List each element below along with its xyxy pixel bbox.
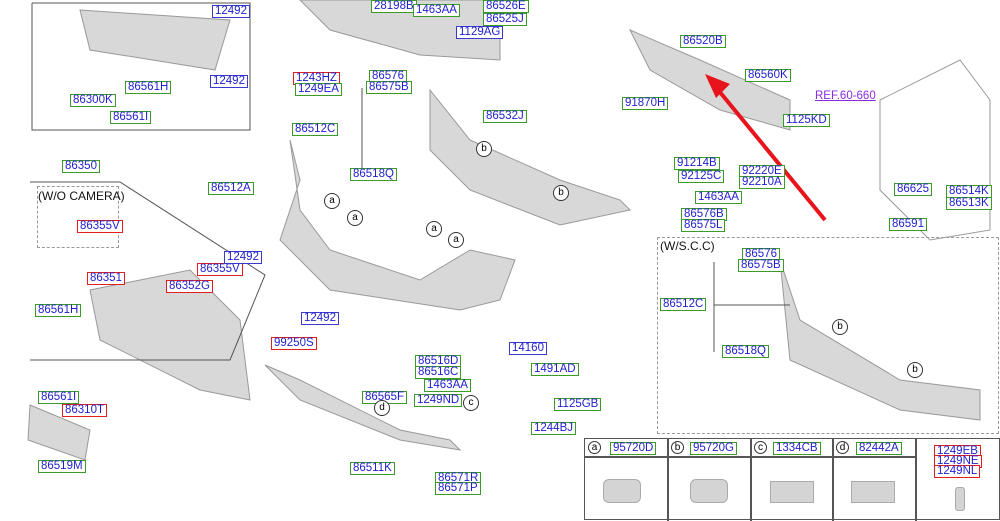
part-label[interactable]: 86352G (166, 280, 213, 293)
fender (879, 59, 991, 241)
callout-a: a (426, 221, 442, 237)
part-label[interactable]: 1463AA (424, 379, 471, 392)
ref-link[interactable]: REF.60-660 (813, 90, 878, 102)
part-label[interactable]: 12492 (212, 5, 250, 18)
part-label[interactable]: 86571P (435, 482, 481, 495)
callout-c: c (463, 395, 479, 411)
part-label[interactable]: 86512A (208, 182, 254, 195)
table-part[interactable]: 1334CB (773, 442, 821, 455)
part-label[interactable]: 86520B (680, 35, 726, 48)
fastener-table: a 95720D b 95720G c 1334CB d 82442A 1249… (584, 438, 1000, 521)
table-letter: a (588, 441, 601, 454)
part-label[interactable]: 86300K (70, 94, 116, 107)
part-label[interactable]: 86511K (350, 462, 395, 475)
part-label[interactable]: 1125KD (783, 114, 830, 127)
part-label[interactable]: 1244BJ (531, 422, 577, 435)
table-part[interactable]: 82442A (856, 442, 902, 455)
part-label[interactable]: 91870H (622, 97, 669, 110)
part-label[interactable]: 86532J (483, 110, 527, 123)
part-label[interactable]: 86575B (738, 259, 784, 272)
lip-strip (264, 364, 462, 451)
part-label[interactable]: 92210A (739, 176, 785, 189)
part-label[interactable]: 86350 (62, 160, 100, 173)
callout-d: d (374, 400, 390, 416)
callout-b: b (476, 141, 492, 157)
part-label[interactable]: 86525J (483, 13, 527, 26)
bumper-lower (429, 88, 632, 226)
part-label[interactable]: 86560K (745, 69, 791, 82)
part-label[interactable]: 86575B (366, 81, 412, 94)
table-part[interactable]: 95720D (610, 442, 657, 455)
part-label[interactable]: 86575L (681, 219, 726, 232)
grille-lower (89, 269, 251, 401)
part-label[interactable]: 1249ND (414, 394, 463, 407)
part-label[interactable]: 86561H (125, 81, 172, 94)
wo-camera-label: (W/O CAMERA) (38, 189, 125, 203)
red-arrow (708, 78, 827, 222)
part-label[interactable]: 86526E (483, 0, 529, 13)
table-letter: d (836, 441, 849, 454)
callout-b: b (553, 185, 569, 201)
red-arrow-head (705, 74, 730, 98)
callout-a: a (324, 193, 340, 209)
part-label[interactable]: 1463AA (413, 4, 460, 17)
part-label[interactable]: 86355V (77, 220, 123, 233)
callout-b: b (832, 319, 848, 335)
part-label[interactable]: 12492 (224, 251, 262, 264)
part-label[interactable]: 91214B (674, 157, 720, 170)
part-label[interactable]: 14160 (509, 342, 547, 355)
part-label[interactable]: 1129AG (456, 26, 504, 39)
part-label[interactable]: 86512C (292, 123, 339, 136)
screw-icon (955, 487, 965, 511)
part-label[interactable]: 12492 (210, 75, 248, 88)
grille-upper (79, 9, 231, 71)
wscc-box (657, 237, 999, 434)
part-label[interactable]: 1463AA (695, 191, 742, 204)
table-letter: b (671, 441, 684, 454)
part-label[interactable]: 86561H (35, 304, 82, 317)
clip-icon-a (603, 479, 641, 503)
table-letter: c (754, 441, 767, 454)
part-label[interactable]: 1249EA (295, 83, 342, 96)
scc-bumper (779, 259, 981, 421)
part-label[interactable]: 86561I (38, 391, 80, 404)
callout-b: b (907, 362, 923, 378)
nut-icon-d (851, 481, 895, 503)
part-label[interactable]: 86519M (38, 460, 86, 473)
screw-part[interactable]: 1249NL (934, 465, 981, 478)
part-label[interactable]: 86355V (197, 263, 243, 276)
table-part[interactable]: 95720G (690, 442, 737, 455)
part-label[interactable]: 86516C (415, 366, 462, 379)
part-label[interactable]: 1125GB (554, 398, 602, 411)
part-label[interactable]: 86518Q (350, 168, 397, 181)
wo-camera-box (37, 186, 119, 248)
part-label[interactable]: 99250S (271, 337, 317, 350)
clip-icon-b (690, 479, 728, 503)
front-bumper-cover (279, 139, 516, 311)
wscc-label: (W/S.C.C) (660, 239, 715, 253)
part-label[interactable]: 86513K (946, 197, 992, 210)
callout-a: a (448, 232, 464, 248)
part-label[interactable]: 86310T (62, 404, 108, 417)
part-label[interactable]: 12492 (301, 312, 339, 325)
part-label[interactable]: 28198B (371, 0, 417, 13)
part-label[interactable]: 1491AD (531, 363, 579, 376)
part-label[interactable]: 92125C (678, 170, 725, 183)
part-label[interactable]: 86591 (889, 218, 927, 231)
part-label[interactable]: 86625 (894, 183, 932, 196)
part-label[interactable]: 86561I (110, 111, 152, 124)
part-label[interactable]: 86518Q (722, 345, 769, 358)
nut-icon-c (770, 481, 814, 503)
part-label[interactable]: 86351 (87, 272, 125, 285)
part-label[interactable]: 86512C (660, 298, 707, 311)
callout-a: a (347, 210, 363, 226)
